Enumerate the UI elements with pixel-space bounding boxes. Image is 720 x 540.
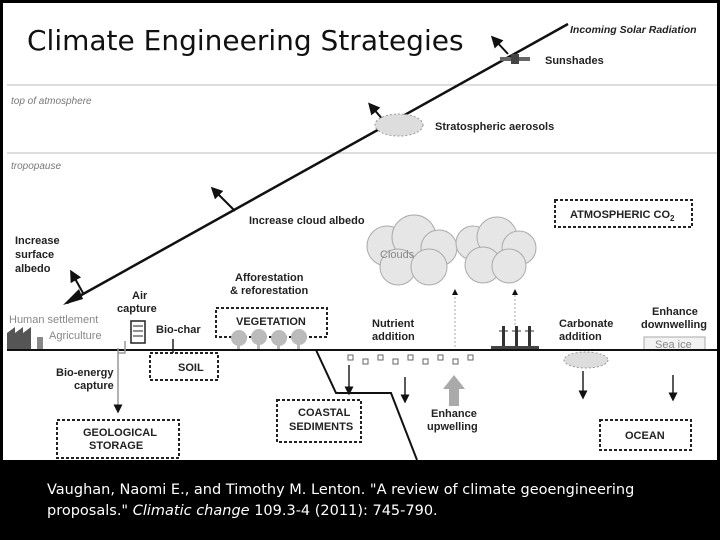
bio-char-label: Bio-char — [156, 324, 201, 336]
citation: Vaughan, Naomi E., and Timothy M. Lenton… — [47, 480, 687, 522]
aerosol-cloud-icon — [374, 113, 424, 137]
ocean-box — [599, 419, 692, 451]
human-settlement-label: Human settlement — [9, 314, 98, 326]
clouds-label: Clouds — [380, 249, 415, 261]
increase-surface-albedo-label: Increase surface albedo — [15, 235, 63, 275]
soil-box — [149, 352, 219, 381]
carbonate-particles-icon — [563, 351, 609, 369]
geological-storage-label: GEOLOGICAL STORAGE — [83, 427, 160, 452]
reflect-arrow-sunshade — [490, 35, 509, 55]
stratospheric-aerosols-label: Stratospheric aerosols — [435, 121, 554, 133]
carbonate-addition-label: Carbonate addition — [559, 318, 616, 343]
sea-ice-label: Sea ice — [655, 339, 692, 351]
top-of-atmosphere-label: top of atmosphere — [11, 96, 92, 107]
geological-storage-box — [56, 419, 180, 459]
atmospheric-co2-box — [554, 199, 693, 228]
sunshades-label: Sunshades — [545, 55, 604, 67]
coastal-shelf-line — [315, 349, 418, 460]
upwelling-arrow — [443, 375, 465, 406]
ocean-platform-icon — [491, 346, 539, 351]
air-capture-label: Air capture — [117, 290, 157, 315]
sunshade-mount-icon — [511, 54, 519, 64]
citation-authors: Vaughan, Naomi E., and Timothy M. Lenton… — [47, 482, 635, 519]
clouds-icon — [366, 214, 537, 286]
diagram-frame: top of atmosphere tropopause Incoming So… — [3, 3, 717, 460]
coastal-sediments-label: COASTAL SEDIMENTS — [289, 407, 353, 433]
reflect-arrow-surface — [70, 269, 84, 294]
bio-energy-capture-label: Bio-energy capture — [56, 367, 117, 392]
afforestation-label: Afforestation & reforestation — [230, 272, 309, 297]
reflect-arrow-cloud — [210, 186, 236, 212]
ocean-label: OCEAN — [625, 430, 665, 442]
enhance-upwelling-label: Enhance upwelling — [427, 408, 480, 433]
air-capture-tower-icon — [130, 320, 146, 344]
geoengineering-diagram: top of atmosphere tropopause Incoming So… — [7, 22, 717, 460]
tropopause-label: tropopause — [11, 161, 61, 172]
nutrient-particles-icon — [347, 354, 474, 365]
coastal-sediments-box — [276, 399, 362, 443]
solar-radiation-beam — [66, 22, 569, 305]
page-title: Climate Engineering Strategies — [27, 24, 464, 57]
nutrient-addition-label: Nutrient addition — [372, 318, 417, 343]
beam-arrowhead — [63, 289, 83, 305]
atmospheric-co2-label: ATMOSPHERIC CO2 — [570, 209, 675, 223]
factory-icon — [7, 327, 31, 350]
increase-cloud-albedo-label: Increase cloud albedo — [249, 215, 365, 227]
enhance-downwelling-label: Enhance downwelling — [641, 306, 707, 331]
agriculture-label: Agriculture — [49, 330, 102, 342]
bio-energy-pipe — [118, 341, 126, 354]
trees-icon — [231, 329, 307, 351]
citation-journal: Climatic change — [132, 503, 250, 519]
soil-label: SOIL — [178, 362, 204, 374]
citation-details: 109.3-4 (2011): 745-790. — [254, 503, 438, 519]
incoming-solar-label: Incoming Solar Radiation — [570, 24, 697, 36]
vegetation-label: VEGETATION — [236, 316, 306, 328]
